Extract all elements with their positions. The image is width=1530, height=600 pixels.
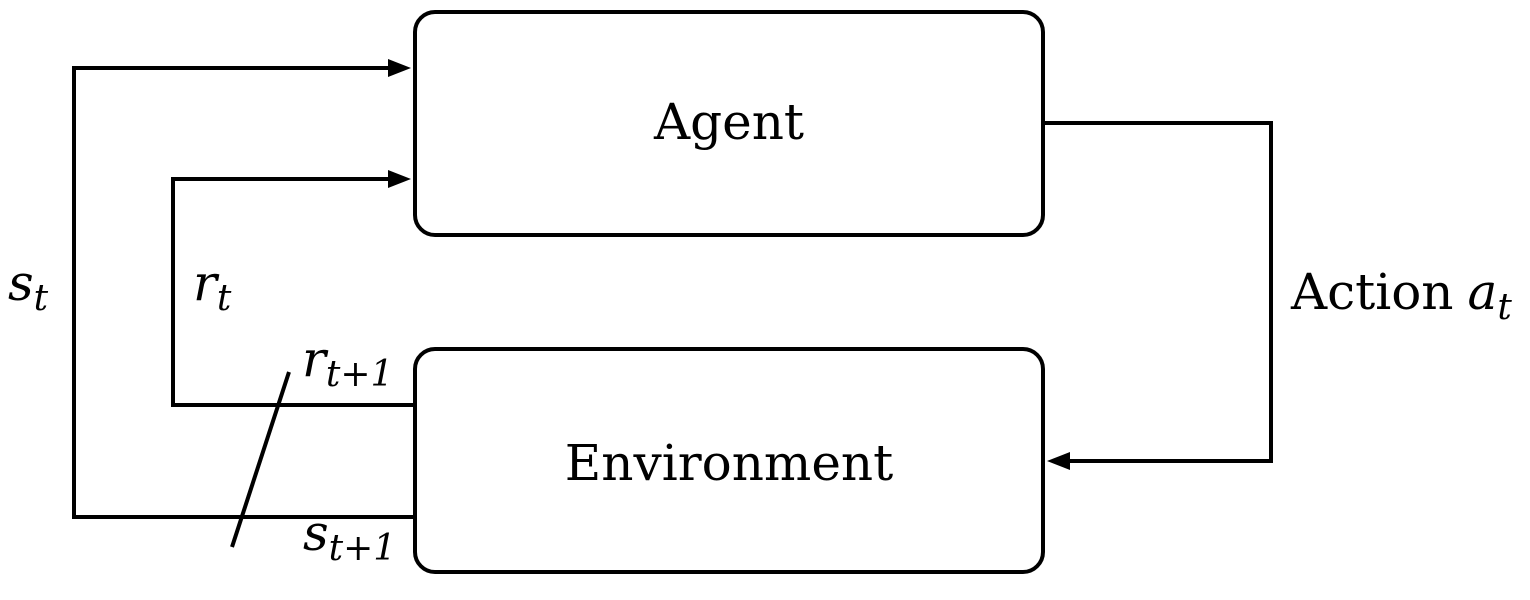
- state-current-subscript: t: [34, 278, 49, 319]
- reward-current-subscript: t: [217, 278, 232, 319]
- reward-current-label: rt: [193, 254, 232, 319]
- state-current-symbol: s: [8, 254, 34, 312]
- state-feedback-arrow: [72, 59, 415, 519]
- agent-label: Agent: [653, 93, 804, 151]
- action-arrow: [1043, 121, 1273, 470]
- agent-box: Agent: [413, 10, 1045, 237]
- state-current-label: st: [8, 254, 49, 319]
- state-arrowhead: [388, 59, 411, 77]
- state-next-symbol: s: [303, 504, 329, 562]
- reward-feedback-arrow: [171, 170, 415, 407]
- action-symbol: a: [1468, 263, 1498, 321]
- action-word: Action: [1290, 263, 1454, 321]
- reward-current-symbol: r: [193, 254, 220, 312]
- action-arrowhead: [1047, 452, 1070, 470]
- state-next-subscript: t+1: [329, 528, 397, 569]
- action-subscript: t: [1497, 287, 1512, 328]
- state-next-label: st+1: [303, 504, 396, 569]
- reward-next-symbol: r: [302, 330, 329, 388]
- time-step-divider: [230, 371, 291, 548]
- reward-next-subscript: t+1: [326, 354, 394, 395]
- reward-arrowhead: [388, 170, 411, 188]
- environment-label: Environment: [565, 434, 893, 492]
- environment-box: Environment: [413, 347, 1045, 574]
- reward-next-label: rt+1: [302, 330, 393, 395]
